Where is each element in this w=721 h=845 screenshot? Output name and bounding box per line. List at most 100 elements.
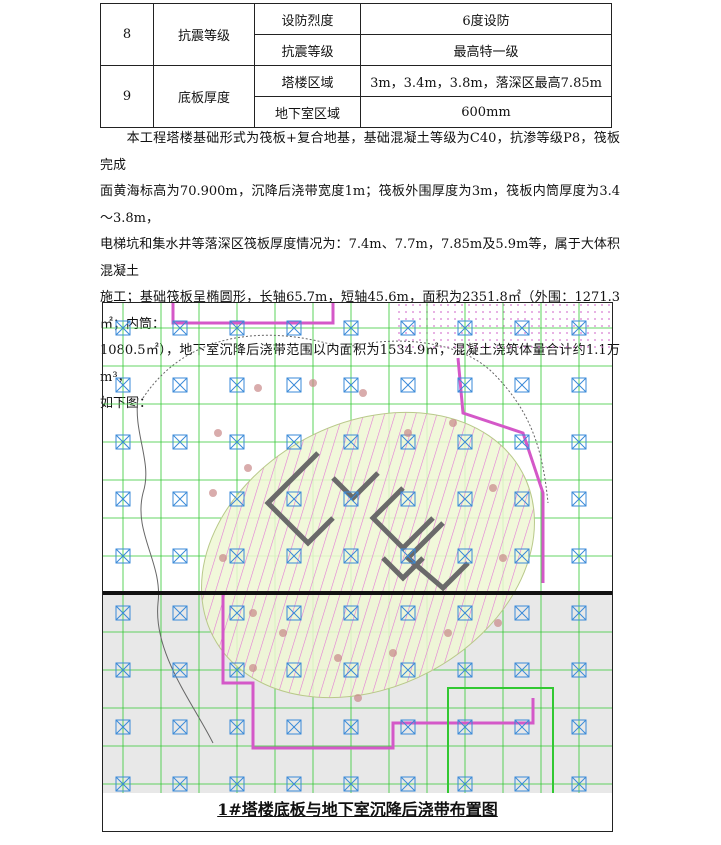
pile-marker [286, 434, 302, 450]
pile-marker [571, 776, 587, 792]
pit-outline [447, 687, 554, 793]
pile-circle [334, 654, 342, 662]
pile-marker [514, 377, 530, 393]
figure-caption: 1#塔楼底板与地下室沉降后浇带布置图 [217, 800, 498, 819]
row-sub-value: 6度设防 [360, 3, 612, 35]
pile-marker [514, 719, 530, 735]
pile-marker [172, 491, 188, 507]
pile-circle [254, 384, 262, 392]
pile-marker [229, 662, 245, 678]
pile-marker [115, 548, 131, 564]
row-sub-value: 600mm [360, 96, 612, 128]
pile-circle [494, 619, 502, 627]
spec-table: 8 抗震等级 设防烈度 6度设防 抗震等级 最高特一级 9 底板厚度 塔楼区域 … [100, 3, 612, 128]
row-number: 8 [100, 3, 154, 66]
pile-marker [343, 776, 359, 792]
table-row: 地下室区域 600mm [101, 96, 612, 128]
pile-marker [514, 320, 530, 336]
pile-marker [343, 605, 359, 621]
paragraph-line: 如下图： [100, 396, 153, 411]
pile-marker [514, 662, 530, 678]
pile-marker [286, 662, 302, 678]
pile-marker [400, 776, 416, 792]
pile-marker [457, 662, 473, 678]
pile-marker [457, 605, 473, 621]
pile-marker [115, 320, 131, 336]
pile-marker [172, 434, 188, 450]
pile-marker [571, 719, 587, 735]
pile-circle [219, 554, 227, 562]
paragraph-line: 本工程塔楼基础形式为筏板+复合地基，基础混凝土等级为C40，抗渗等级P8，筏板完… [100, 131, 620, 173]
pile-marker [571, 320, 587, 336]
pile-marker [229, 719, 245, 735]
row-sub-label: 抗震等级 [254, 34, 361, 66]
pile-marker [343, 377, 359, 393]
pile-marker [457, 776, 473, 792]
table-row: 8 抗震等级 设防烈度 6度设防 [100, 3, 612, 66]
row-sub-label: 地下室区域 [254, 96, 361, 128]
pile-marker [286, 548, 302, 564]
pile-markers [115, 320, 587, 792]
pile-marker [172, 605, 188, 621]
pile-circle [214, 429, 222, 437]
pile-circle [389, 649, 397, 657]
pile-circle [249, 609, 257, 617]
pile-marker [400, 605, 416, 621]
pile-marker [400, 719, 416, 735]
pile-marker [286, 719, 302, 735]
dotted-zone [393, 303, 612, 351]
pile-marker [172, 662, 188, 678]
pile-marker [343, 548, 359, 564]
pile-circles [209, 379, 507, 702]
pile-circle [249, 664, 257, 672]
pile-circle [499, 554, 507, 562]
pile-marker [343, 719, 359, 735]
site-boundary-top [142, 334, 549, 504]
pile-marker [172, 776, 188, 792]
pile-marker [286, 776, 302, 792]
pile-marker [115, 605, 131, 621]
pile-marker [229, 548, 245, 564]
settlement-line [103, 591, 612, 595]
pile-marker [115, 434, 131, 450]
pile-marker [286, 377, 302, 393]
pile-circle [209, 489, 217, 497]
pile-circle [359, 389, 367, 397]
pile-marker [571, 434, 587, 450]
pile-marker [286, 491, 302, 507]
row-sub-label: 塔楼区域 [254, 65, 361, 97]
pile-marker [514, 776, 530, 792]
pile-marker [457, 320, 473, 336]
pile-marker [514, 548, 530, 564]
pile-marker [229, 491, 245, 507]
pile-marker [571, 548, 587, 564]
pile-marker [172, 719, 188, 735]
pile-marker [229, 320, 245, 336]
row-item: 底板厚度 [153, 65, 255, 128]
core-walls [264, 451, 470, 592]
pile-marker [343, 491, 359, 507]
pile-marker [571, 605, 587, 621]
pile-marker [400, 320, 416, 336]
pile-marker [457, 434, 473, 450]
post-pour-strip-top [171, 303, 335, 325]
pile-marker [571, 662, 587, 678]
table-row: 9 底板厚度 塔楼区域 3m，3.4m，3.8m，落深区最高7.85m [100, 65, 612, 128]
row-sub-value: 3m，3.4m，3.8m，落深区最高7.85m [360, 65, 612, 97]
pile-marker [172, 377, 188, 393]
post-pour-strip [221, 593, 535, 750]
pile-marker [400, 662, 416, 678]
pile-marker [115, 776, 131, 792]
pile-circle [354, 694, 362, 702]
pile-marker [400, 548, 416, 564]
pile-marker [115, 662, 131, 678]
pile-marker [457, 719, 473, 735]
pile-marker [514, 434, 530, 450]
pile-marker [571, 491, 587, 507]
pile-marker [514, 491, 530, 507]
pile-marker [457, 548, 473, 564]
row-sub-value: 最高特一级 [360, 34, 612, 66]
pile-circle [489, 484, 497, 492]
paragraph-line: 电梯坑和集水井等落深区筏板厚度情况为：7.4m、7.7m，7.85m及5.9m等… [100, 237, 620, 279]
pile-marker [457, 491, 473, 507]
